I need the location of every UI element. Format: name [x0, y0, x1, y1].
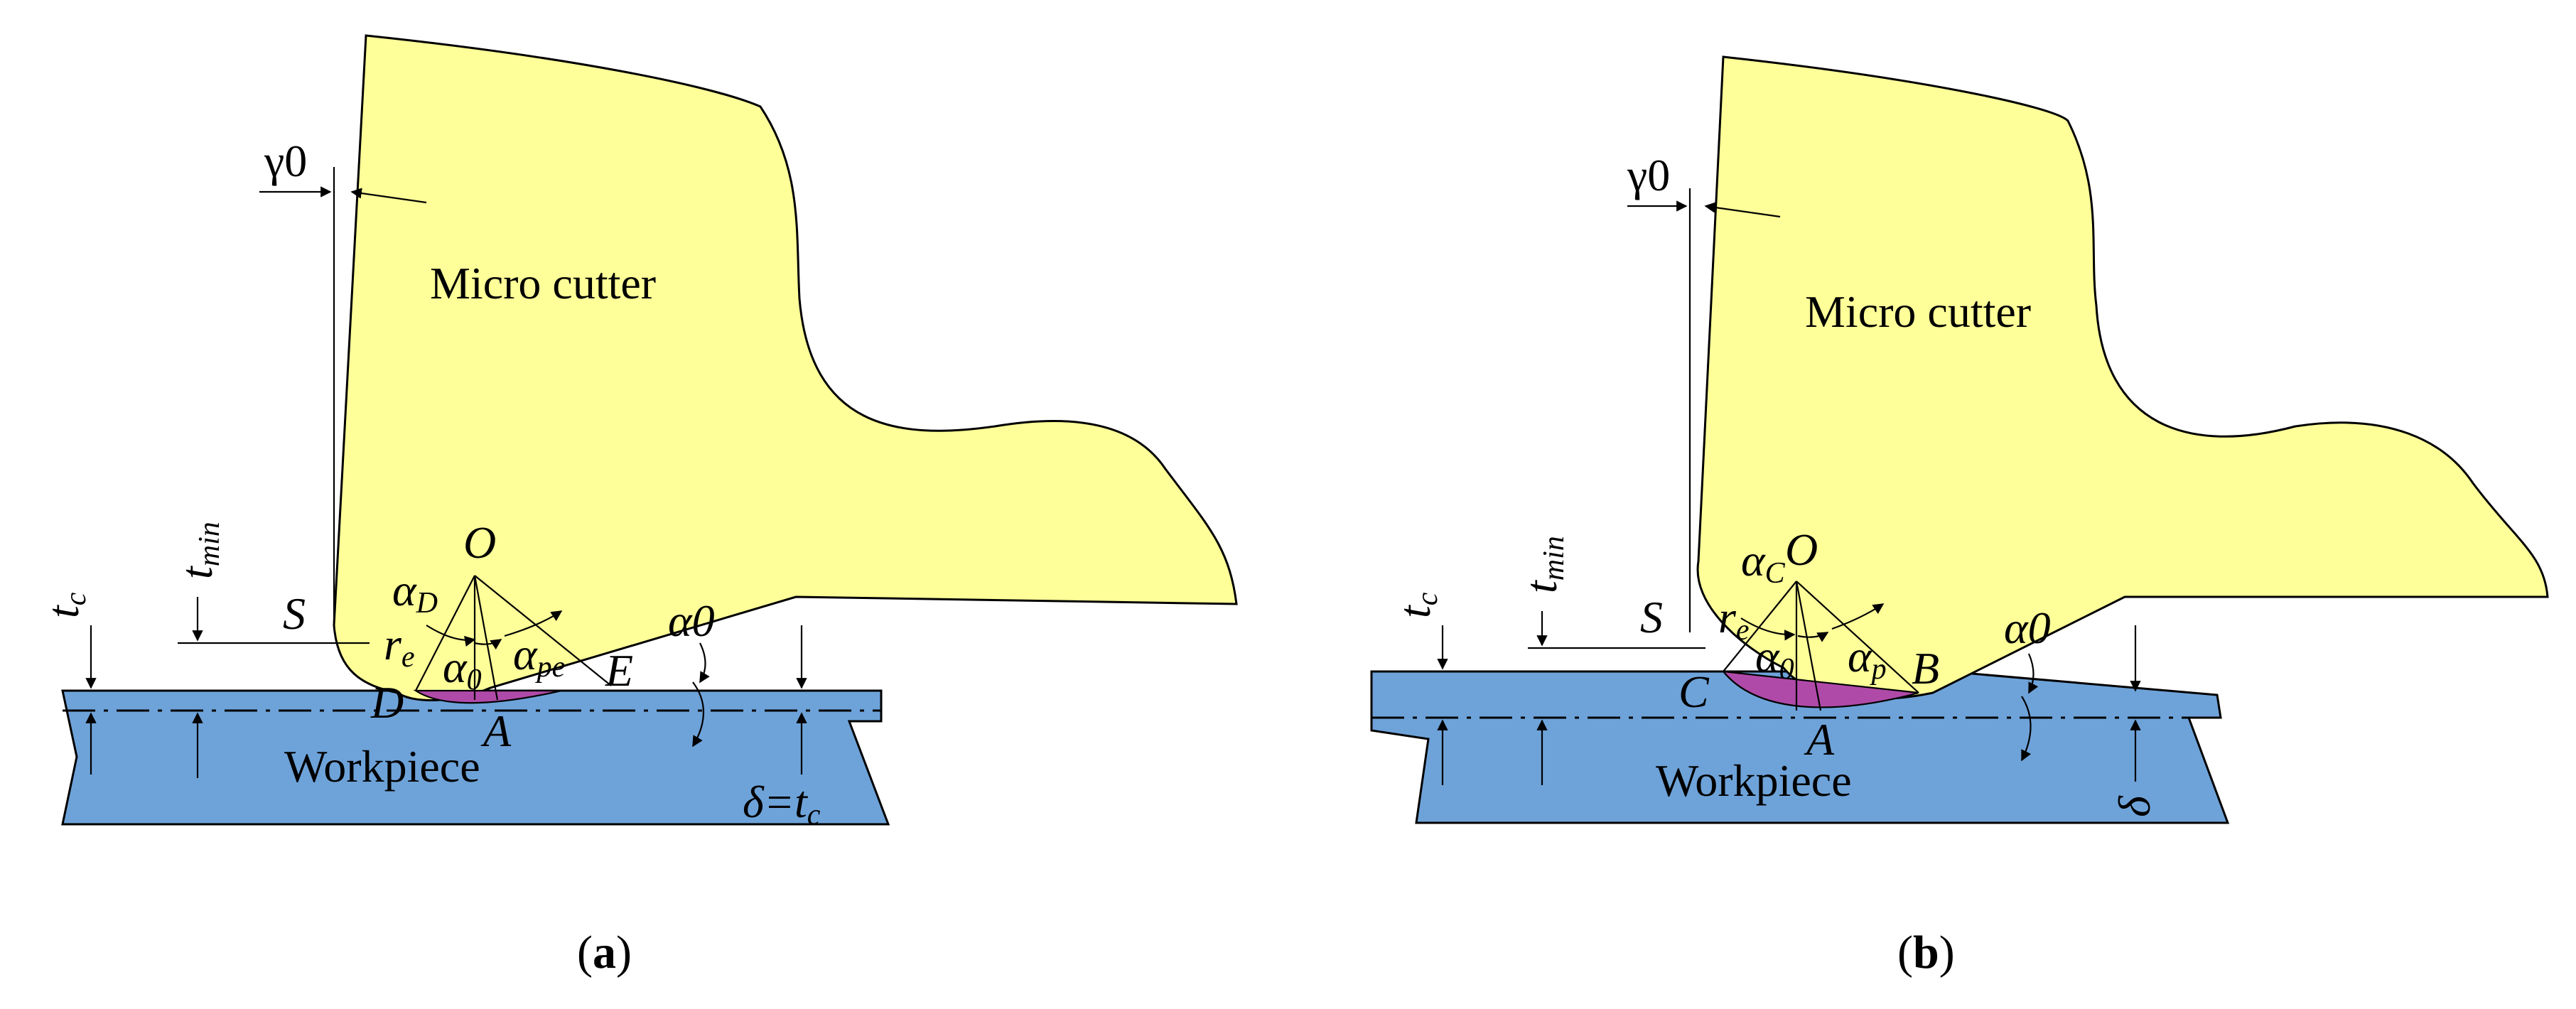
gamma-arrow-right-b	[1704, 202, 1781, 218]
label-delta-a: δ=tc	[743, 777, 821, 831]
micro-cutter-b	[1696, 55, 2549, 701]
gamma-arrow-right-a	[350, 188, 427, 204]
arc-alpha-pe-a	[504, 610, 563, 637]
label-a-b: A	[1804, 714, 1835, 765]
contact-zone-a	[413, 689, 562, 704]
label-alpha-pe-a: αpe	[513, 629, 565, 684]
label-alpha-d-a: αD	[392, 565, 438, 620]
label-c-b: C	[1678, 667, 1710, 717]
arc-alpha-p-b	[1831, 603, 1885, 630]
caption-b: (b)	[1897, 927, 1955, 978]
clearance-arc-a	[692, 681, 704, 748]
label-d-a: D	[370, 677, 404, 728]
clearance-arc-top-b	[2027, 653, 2039, 694]
caption-a: (a)	[577, 927, 632, 978]
label-delta-b: δ	[2109, 795, 2160, 817]
radius-ob-b	[1796, 581, 1919, 694]
workpiece-label-b: Workpiece	[1656, 755, 1852, 806]
radius-oa-a	[473, 575, 499, 701]
clearance-angle-label-b: α0	[2004, 603, 2051, 653]
label-tc-b: tc	[1389, 592, 1444, 618]
label-tc-a: tc	[38, 592, 92, 618]
label-tmin-a: tmin	[171, 522, 226, 579]
workpiece-label-a: Workpiece	[284, 741, 480, 792]
clearance-arc-b	[2021, 696, 2032, 762]
arc-alpha-c-b	[1740, 617, 1796, 641]
radius-od-a	[415, 575, 475, 691]
radius-oe-a	[474, 575, 612, 686]
arc-alpha-0-b	[1797, 632, 1829, 642]
label-b-b: B	[1912, 643, 1939, 694]
arc-alpha-d-a	[426, 625, 476, 647]
micro-cutter-a	[333, 34, 1238, 701]
label-o-a: O	[463, 517, 496, 568]
label-alpha-c-b: αC	[1741, 535, 1786, 590]
label-s-b: S	[1640, 592, 1663, 642]
label-s-a: S	[283, 588, 306, 639]
workpiece-a	[61, 689, 890, 826]
label-e-a: E	[605, 645, 633, 696]
cutter-label-b: Micro cutter	[1805, 286, 2031, 337]
label-re-a: re	[384, 619, 415, 674]
clearance-angle-label-a: α0	[668, 595, 715, 646]
rake-angle-label-a: γ0	[264, 136, 307, 186]
label-o-b: O	[1785, 524, 1818, 575]
label-re-b: re	[1718, 592, 1750, 647]
arc-alpha-0-a	[474, 639, 502, 650]
panel-b: Micro cutter Workpiece γ0 α0 S O C A B r…	[1370, 55, 2549, 978]
rake-angle-label-b: γ0	[1627, 150, 1670, 200]
cutter-label-a: Micro cutter	[430, 258, 656, 308]
panel-a: Micro cutter Workpiece γ0 α0 S O D A E r…	[38, 34, 1238, 978]
label-a-a: A	[480, 706, 512, 756]
workpiece-b	[1370, 670, 2230, 824]
clearance-arc-top-a	[699, 642, 710, 684]
label-alpha-0-a: α0	[443, 642, 482, 696]
radius-oa-b	[1795, 581, 1822, 711]
contact-zone-b	[1721, 670, 1919, 708]
radius-oc-b	[1723, 581, 1797, 672]
label-alpha-p-b: αp	[1848, 631, 1887, 686]
label-alpha-0-b: α0	[1755, 631, 1794, 686]
label-tmin-b: tmin	[1516, 536, 1570, 593]
